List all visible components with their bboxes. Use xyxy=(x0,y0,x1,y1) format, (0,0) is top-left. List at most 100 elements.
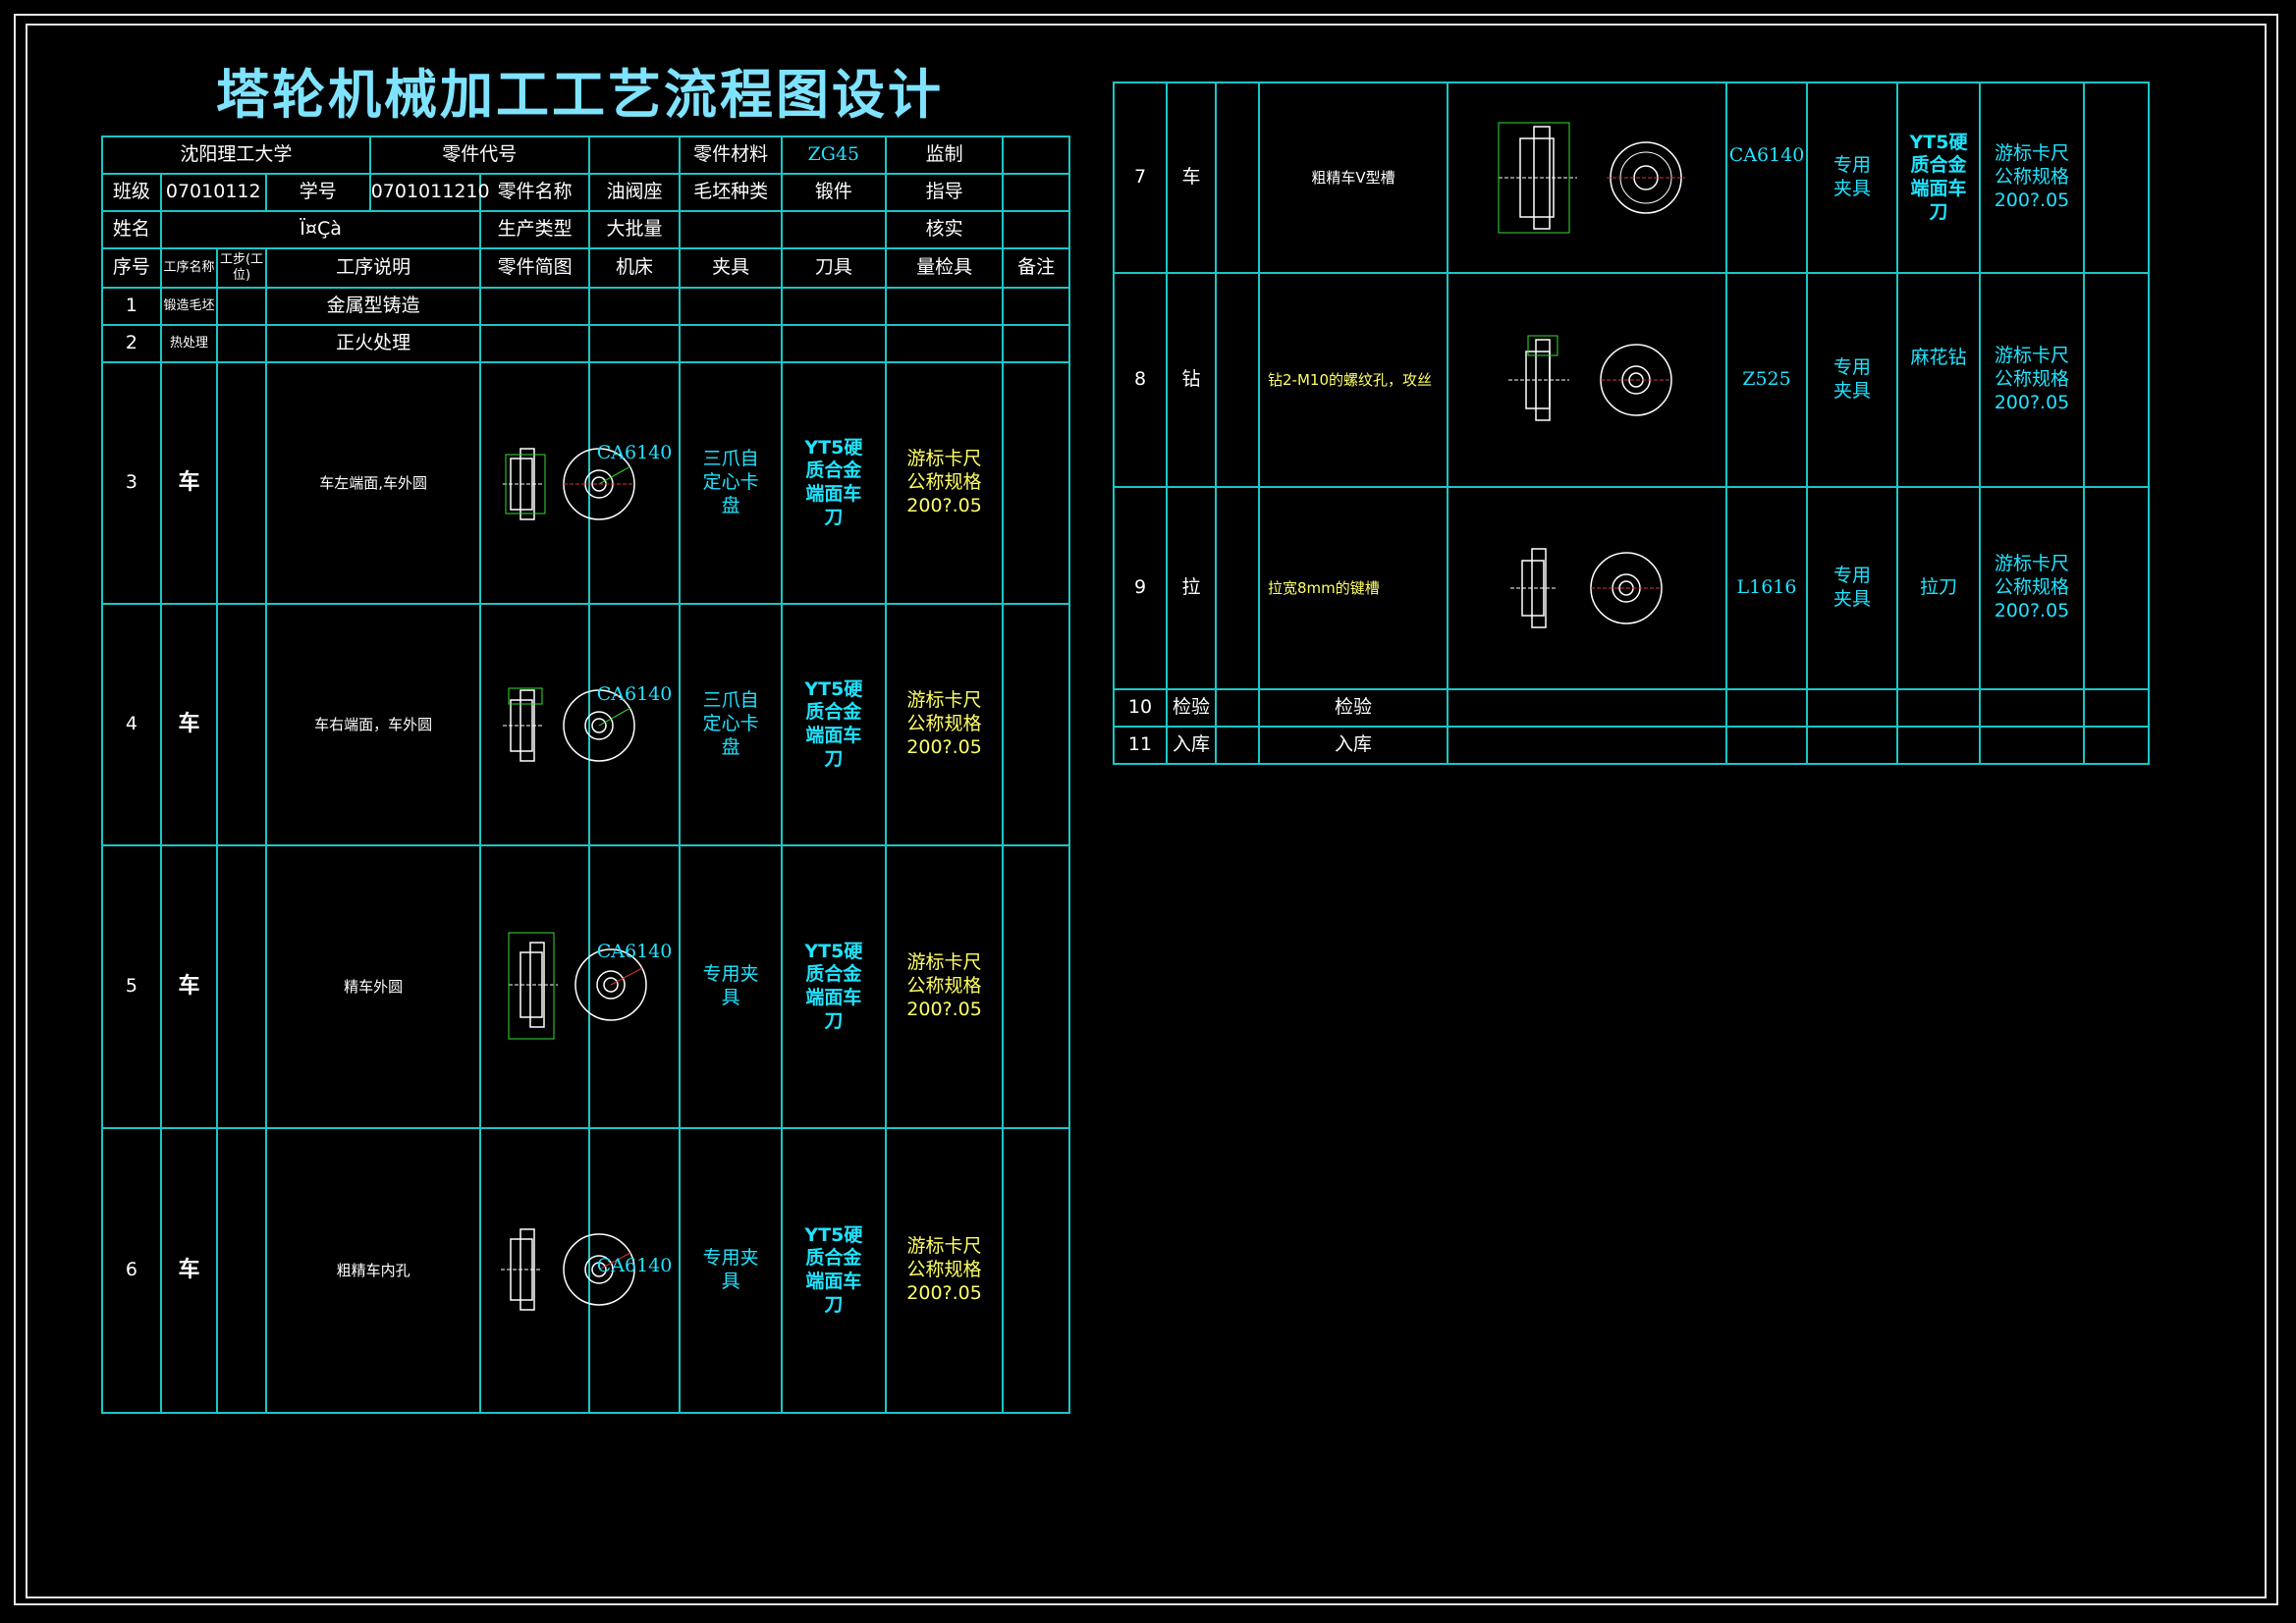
row-gauge xyxy=(884,324,1005,363)
col-gauge: 量检具 xyxy=(884,247,1005,289)
tool-text: YT5硬质合金端面车刀 xyxy=(804,677,863,770)
gauge-text: 游标卡尺公称规格200?.05 xyxy=(1994,142,2070,211)
row-fixture: 三爪自定心卡盘 xyxy=(679,361,783,605)
row-seq: 11 xyxy=(1113,726,1168,765)
row-seq: 6 xyxy=(101,1127,162,1414)
gauge-text: 游标卡尺公称规格200?.05 xyxy=(1994,345,2070,413)
row-fixture xyxy=(1806,688,1898,728)
col-remark: 备注 xyxy=(1002,247,1070,289)
row-gauge: 游标卡尺公称规格200?.05 xyxy=(884,361,1005,605)
row-step xyxy=(1215,726,1260,765)
row-seq: 3 xyxy=(101,361,162,605)
row-process-name: 车 xyxy=(159,361,219,605)
fixture-text: 三爪自定心卡盘 xyxy=(702,448,759,516)
row-fixture: 专用夹具 xyxy=(1806,272,1898,488)
tool-text: YT5硬质合金端面车刀 xyxy=(1909,131,1968,223)
blank-cell xyxy=(780,210,887,249)
check-value xyxy=(1002,210,1070,249)
row-step xyxy=(216,361,267,605)
fixture-text: 专用夹具 xyxy=(702,1247,759,1292)
col-machine: 机床 xyxy=(587,247,682,289)
header-row-1: 沈阳理工大学 零件代号 零件材料 ZG45 监制 xyxy=(101,135,1070,175)
row-sketch xyxy=(479,603,636,846)
row-tool xyxy=(1896,726,1981,765)
row-sketch xyxy=(479,1127,636,1414)
student-no-value: 0701011210 xyxy=(368,173,490,212)
guide-value xyxy=(1002,173,1070,212)
material-value: ZG45 xyxy=(780,135,887,175)
fixture-text: 专用夹具 xyxy=(702,963,759,1008)
table-row: 10 检验 检验 xyxy=(1113,688,2150,728)
part-sketch-icon xyxy=(1510,548,1663,628)
row-process-name: 拉 xyxy=(1166,486,1217,690)
row-seq: 4 xyxy=(101,603,162,846)
row-gauge: 游标卡尺公称规格200?.05 xyxy=(884,603,1005,846)
row-fixture: 专用夹具 xyxy=(679,1127,783,1414)
row-description: 精车外圆 xyxy=(264,844,482,1129)
row-step xyxy=(216,1127,267,1414)
part-code-label: 零件代号 xyxy=(368,135,590,175)
supervise-value xyxy=(1002,135,1070,175)
row-sketch xyxy=(1447,272,1727,488)
row-seq: 2 xyxy=(101,324,162,363)
row-fixture: 专用夹具 xyxy=(1806,486,1898,690)
row-remark xyxy=(2083,726,2150,765)
row-machine: CA6140 xyxy=(1725,81,1808,274)
col-seq: 序号 xyxy=(101,247,162,289)
row-process-name: 检验 xyxy=(1166,688,1217,728)
production-type-value: 大批量 xyxy=(587,210,682,249)
row-tool: YT5硬质合金端面车刀 xyxy=(780,1127,887,1414)
row-step xyxy=(216,287,267,326)
col-sketch: 零件简图 xyxy=(479,247,590,289)
row-description: 车右端面，车外圆 xyxy=(264,603,482,846)
page-title: 塔轮机械加工工艺流程图设计 xyxy=(216,63,944,126)
row-remark xyxy=(1002,287,1070,326)
part-sketch-icon xyxy=(1508,335,1672,421)
row-seq: 5 xyxy=(101,844,162,1129)
row-step xyxy=(1215,272,1260,488)
row-process-name: 热处理 xyxy=(159,324,219,363)
row-gauge: 游标卡尺公称规格200?.05 xyxy=(884,844,1005,1129)
row-machine: L1616 xyxy=(1725,486,1808,690)
gauge-text: 游标卡尺公称规格200?.05 xyxy=(906,448,982,516)
fixture-text: 专用夹具 xyxy=(1832,565,1871,610)
row-machine: Z525 xyxy=(1725,272,1808,488)
row-remark xyxy=(1002,603,1070,846)
part-name-value: 油阀座 xyxy=(587,173,682,212)
row-machine xyxy=(1725,688,1808,728)
row-gauge: 游标卡尺公称规格200?.05 xyxy=(1979,272,2085,488)
col-fixture: 夹具 xyxy=(679,247,783,289)
row-remark xyxy=(2083,272,2150,488)
row-machine: CA6140 xyxy=(587,844,682,1129)
row-fixture xyxy=(679,287,783,326)
col-step: 工步(工位) xyxy=(216,247,267,289)
row-tool xyxy=(780,324,887,363)
table-row: 7 车 粗精车V型槽 CA6140 专用夹具 YT5硬质合金端面车刀 游标卡尺公… xyxy=(1113,81,2150,274)
row-sketch xyxy=(479,844,648,1129)
row-fixture: 三爪自定心卡盘 xyxy=(679,603,783,846)
row-fixture xyxy=(679,324,783,363)
row-machine xyxy=(1725,726,1808,765)
row-sketch xyxy=(1447,486,1727,690)
row-fixture: 专用夹具 xyxy=(1806,81,1898,274)
production-type-label: 生产类型 xyxy=(479,210,590,249)
drawing-border-inner xyxy=(26,24,2267,1598)
guide-label: 指导 xyxy=(884,173,1005,212)
supervise-label: 监制 xyxy=(884,135,1005,175)
row-seq: 10 xyxy=(1113,688,1168,728)
row-remark xyxy=(2083,81,2150,274)
table-row: 11 入库 入库 xyxy=(1113,726,2150,765)
row-description: 车左端面,车外圆 xyxy=(264,361,482,605)
blank-type-value: 锻件 xyxy=(780,173,887,212)
left-process-table: 沈阳理工大学 零件代号 零件材料 ZG45 监制 班级 07010112 学号 … xyxy=(101,135,1070,1414)
row-description: 粗精车内孔 xyxy=(264,1127,482,1414)
class-label: 班级 xyxy=(101,173,162,212)
row-process-name: 车 xyxy=(159,603,219,846)
blank-type-label: 毛坯种类 xyxy=(679,173,783,212)
row-tool: 麻花钻 xyxy=(1896,272,1981,488)
row-description: 金属型铸造 xyxy=(264,287,482,326)
column-header-row: 序号 工序名称 工步(工位) 工序说明 零件简图 机床 夹具 刀具 量检具 备注 xyxy=(101,247,1070,289)
fixture-text: 专用夹具 xyxy=(1832,356,1871,402)
gauge-text: 游标卡尺公称规格200?.05 xyxy=(1994,553,2070,622)
row-sketch xyxy=(1447,81,1727,274)
